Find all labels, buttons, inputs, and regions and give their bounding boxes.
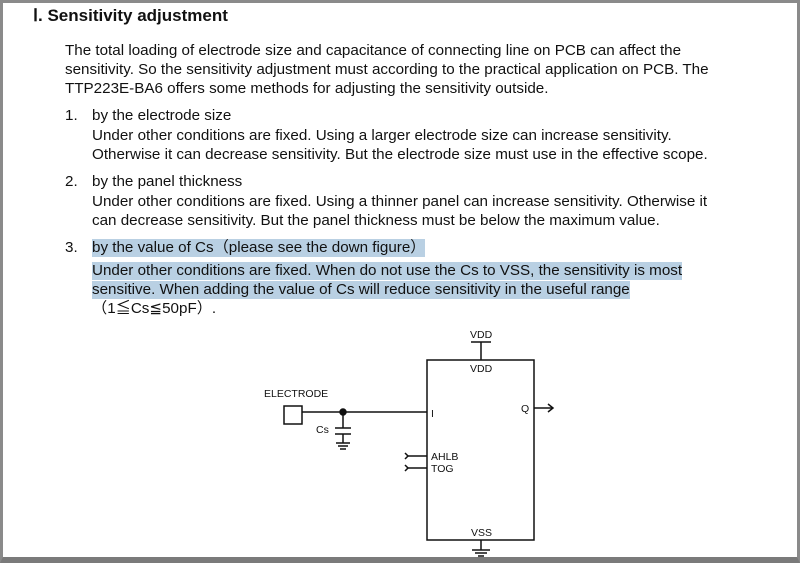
- item-number: 1.: [65, 107, 78, 124]
- vss-label: VSS: [471, 527, 492, 539]
- cs-label: Cs: [316, 424, 329, 436]
- ic-box: [426, 359, 535, 541]
- input-pin-label: I: [431, 408, 434, 420]
- item-number: 2.: [65, 173, 78, 190]
- item-number: 3.: [65, 239, 78, 256]
- intro-line: TTP223E-BA6 offers some methods for adju…: [65, 80, 549, 97]
- item-text: Under other conditions are fixed. Using …: [92, 193, 708, 210]
- circuit-diagram: VDD VDD ELECTRODE Cs I Q AHLB TOG VSS: [264, 329, 555, 557]
- item-text: Under other conditions are fixed. When d…: [92, 262, 683, 280]
- item-heading: by the electrode size: [92, 107, 232, 124]
- item-text: Under other conditions are fixed. Using …: [92, 127, 672, 144]
- item-text: sensitive. When adding the value of Cs w…: [92, 281, 630, 299]
- output-arrow-icon: [534, 403, 555, 413]
- section-title: Ⅰ. Sensitivity adjustment: [33, 6, 228, 25]
- item-text: can decrease sensitivity. But the panel …: [92, 212, 660, 229]
- electrode-pad: [283, 405, 303, 425]
- item-text: Otherwise it can decrease sensitivity. B…: [92, 146, 708, 163]
- item-heading: by the panel thickness: [92, 173, 243, 190]
- intro-line: The total loading of electrode size and …: [65, 42, 682, 59]
- vdd-top-label: VDD: [470, 329, 493, 341]
- tog-input-icon: [404, 464, 427, 472]
- output-pin-label: Q: [521, 403, 529, 415]
- tog-label: TOG: [431, 463, 454, 475]
- ground-icon: [472, 549, 490, 557]
- ahlb-input-icon: [404, 452, 427, 460]
- ahlb-label: AHLB: [431, 451, 458, 463]
- ground-icon: [336, 442, 350, 450]
- intro-line: sensitivity. So the sensitivity adjustme…: [65, 61, 709, 78]
- item-text: （1≦Cs≦50pF）.: [92, 300, 217, 317]
- item-heading: by the value of Cs（please see the down f…: [92, 239, 426, 257]
- vdd-pin-label: VDD: [470, 363, 493, 375]
- electrode-label: ELECTRODE: [264, 388, 328, 400]
